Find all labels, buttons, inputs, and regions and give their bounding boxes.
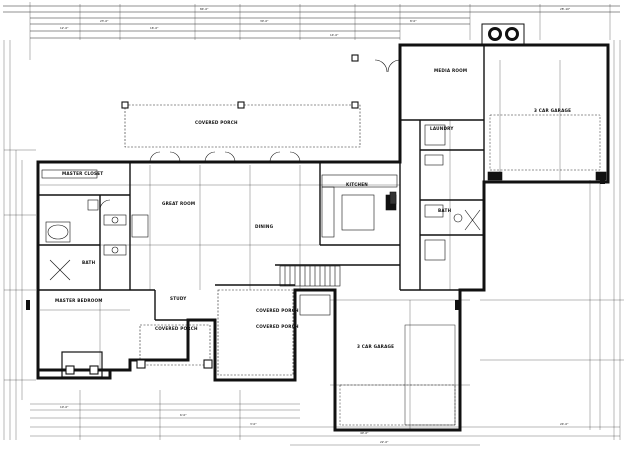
label-bath-right: BATH: [438, 208, 452, 213]
label-study: STUDY: [170, 296, 187, 301]
dim-d7: 6'-0": [180, 413, 187, 417]
dim-d11: 22'-0": [380, 440, 389, 444]
label-covered-porch-mid2: COVERED PORCH: [256, 324, 299, 329]
label-media-room: MEDIA ROOM: [434, 68, 467, 73]
label-garage-bottom: 3 CAR GARAGE: [357, 344, 394, 349]
label-bath: BATH: [82, 260, 96, 265]
covered-porch-left-area: [136, 324, 213, 369]
dim-d5: 14'-0": [330, 33, 339, 37]
dim-d6: 10'-0": [60, 405, 69, 409]
dim-d9: 24'-0": [560, 422, 569, 426]
dim-d4: 16'-0": [150, 26, 159, 30]
label-master-bedroom: MASTER BEDROOM: [55, 298, 103, 303]
label-garage-right: 3 CAR GARAGE: [534, 108, 571, 113]
interior-walls: [38, 45, 485, 321]
structural-posts: [26, 178, 605, 310]
dim-d2: 8'-0": [410, 19, 417, 23]
exterior-walls: [36, 43, 610, 432]
dim-d12: 3'-0": [250, 422, 257, 426]
covered-porch-top-area: [121, 54, 361, 148]
kitchen-fixtures: [321, 174, 398, 238]
label-dining: DINING: [255, 224, 274, 229]
label-covered-porch-top: COVERED PORCH: [195, 120, 238, 125]
dim-d1: 23'-0": [100, 19, 109, 23]
label-great-room: GREAT ROOM: [162, 201, 195, 206]
dim-d8: 30'-0": [260, 19, 269, 23]
top-dimension-lines: 84'-0" 28'-10" 23'-0" 30'-0" 8'-0" 12'-0…: [3, 2, 620, 60]
label-master-closet: MASTER CLOSET: [62, 171, 103, 176]
garage-bottom-area: [339, 324, 456, 426]
master-bath-fixtures: [41, 169, 149, 281]
side-dimension-lines: [3, 40, 624, 446]
staircase: [279, 265, 341, 287]
dim-d10: 40'-0": [360, 431, 369, 435]
label-kitchen: KITCHEN: [346, 182, 368, 187]
dim-d3: 12'-0": [60, 26, 69, 30]
label-covered-porch-left: COVERED PORCH: [155, 326, 198, 331]
dim-overall-top: 84'-0": [200, 7, 209, 11]
door-swings: [99, 59, 401, 211]
fireplace-bay-left: [61, 351, 103, 378]
covered-porch-center-area: [217, 289, 331, 376]
garage-right-area: [481, 23, 601, 171]
right-wing-fixtures: [424, 124, 607, 261]
label-covered-porch-mid1: COVERED PORCH: [256, 308, 299, 313]
dim-right-top: 28'-10": [560, 7, 571, 11]
label-laundry: LAUNDRY: [430, 126, 454, 131]
